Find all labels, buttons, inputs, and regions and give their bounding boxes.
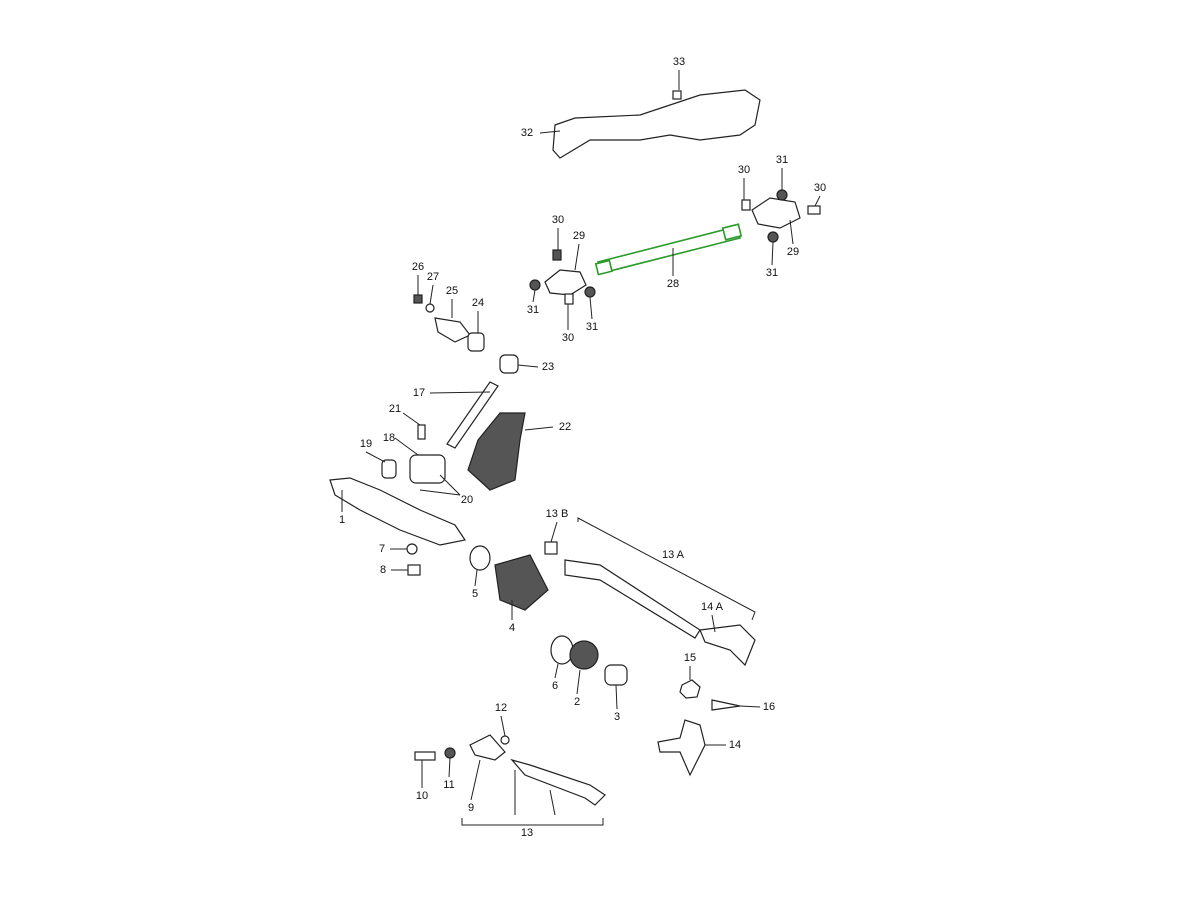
part-27-washer[interactable] bbox=[425, 303, 435, 313]
part-29-flange-left[interactable] bbox=[544, 269, 587, 296]
label-22: 22 bbox=[559, 421, 571, 433]
part-3-cap[interactable] bbox=[604, 664, 628, 686]
label-23: 23 bbox=[542, 361, 554, 373]
label-14a: 14 A bbox=[701, 601, 724, 613]
part-28-shaft[interactable] bbox=[594, 223, 743, 276]
part-11-washer[interactable] bbox=[444, 747, 456, 759]
label-13: 13 bbox=[521, 827, 533, 839]
part-7-washer[interactable] bbox=[406, 543, 418, 555]
part-13-tie-rod[interactable] bbox=[510, 758, 606, 806]
label-30: 30 bbox=[552, 214, 564, 226]
label-29: 29 bbox=[787, 246, 799, 258]
label-32: 32 bbox=[521, 127, 533, 139]
part-33-clip[interactable] bbox=[672, 90, 682, 100]
part-6-ring[interactable] bbox=[550, 635, 574, 665]
label-9: 9 bbox=[468, 802, 474, 814]
part-21-bolt[interactable] bbox=[417, 424, 426, 440]
label-31: 31 bbox=[586, 321, 598, 333]
part-24-bush[interactable] bbox=[467, 332, 485, 352]
part-4-boot[interactable] bbox=[494, 554, 549, 611]
label-13b: 13 B bbox=[546, 508, 569, 520]
part-10-bolt[interactable] bbox=[414, 751, 436, 761]
label-12: 12 bbox=[495, 702, 507, 714]
part-25-bracket[interactable] bbox=[434, 317, 471, 343]
part-8-bolt[interactable] bbox=[407, 564, 421, 576]
label-8: 8 bbox=[380, 564, 386, 576]
leader-lines bbox=[341, 70, 821, 826]
part-32-cover[interactable] bbox=[552, 89, 761, 159]
part-29-flange-right[interactable] bbox=[751, 197, 801, 229]
label-30: 30 bbox=[562, 332, 574, 344]
label-11: 11 bbox=[443, 779, 454, 791]
label-3: 3 bbox=[614, 711, 620, 723]
label-31: 31 bbox=[527, 304, 539, 316]
label-29: 29 bbox=[573, 230, 585, 242]
label-31: 31 bbox=[766, 267, 778, 279]
part-23-bush[interactable] bbox=[499, 354, 519, 374]
label-20: 20 bbox=[461, 494, 473, 506]
label-4: 4 bbox=[509, 622, 515, 634]
part-16-cotter-pin[interactable] bbox=[711, 699, 741, 711]
label-27: 27 bbox=[427, 271, 439, 283]
label-25: 25 bbox=[446, 285, 458, 297]
part-26-bolt[interactable] bbox=[413, 294, 423, 304]
label-21: 21 bbox=[389, 403, 401, 415]
label-13a: 13 A bbox=[662, 549, 685, 561]
label-30: 30 bbox=[814, 182, 826, 194]
label-33: 33 bbox=[673, 56, 685, 68]
label-18: 18 bbox=[383, 432, 395, 444]
label-7: 7 bbox=[379, 543, 385, 555]
part-14a-tie-rod-end[interactable] bbox=[699, 624, 756, 667]
label-24: 24 bbox=[472, 297, 484, 309]
part-1-steering-rack[interactable] bbox=[329, 477, 466, 546]
part-17-column[interactable] bbox=[446, 381, 499, 449]
label-10: 10 bbox=[416, 790, 428, 802]
label-17: 17 bbox=[413, 387, 425, 399]
label-6: 6 bbox=[552, 680, 558, 692]
part-2-bush[interactable] bbox=[569, 640, 599, 670]
label-19: 19 bbox=[360, 438, 372, 450]
label-31: 31 bbox=[776, 154, 788, 166]
label-14: 14 bbox=[729, 739, 741, 751]
part-12-clip[interactable] bbox=[500, 735, 510, 745]
label-15: 15 bbox=[684, 652, 696, 664]
part-13a-tie-rod[interactable] bbox=[564, 559, 701, 639]
part-14-tie-rod-end[interactable] bbox=[657, 719, 706, 777]
part-22-boot[interactable] bbox=[467, 412, 526, 491]
part-5-ring[interactable] bbox=[469, 545, 491, 571]
part-labels: 33 32 30 31 30 30 29 28 29 31 31 31 30 2… bbox=[339, 56, 826, 839]
part-18-housing[interactable] bbox=[409, 454, 446, 484]
label-28: 28 bbox=[667, 278, 679, 290]
label-5: 5 bbox=[472, 588, 478, 600]
label-1: 1 bbox=[339, 514, 345, 526]
label-2: 2 bbox=[574, 696, 580, 708]
part-13b-nut[interactable] bbox=[544, 541, 558, 555]
label-26: 26 bbox=[412, 261, 424, 273]
part-9-bracket[interactable] bbox=[469, 734, 506, 761]
part-19-pin[interactable] bbox=[381, 459, 397, 479]
part-15-nut[interactable] bbox=[679, 679, 701, 699]
label-30: 30 bbox=[738, 164, 750, 176]
label-16: 16 bbox=[763, 701, 775, 713]
